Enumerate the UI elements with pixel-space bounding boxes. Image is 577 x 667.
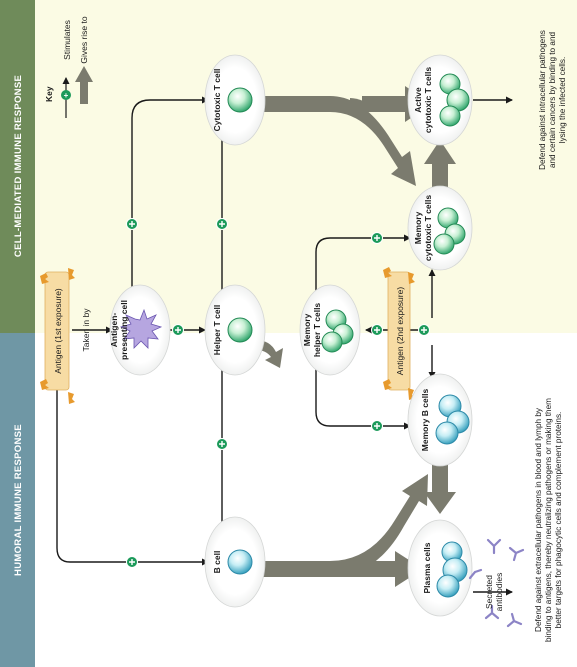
arrow-apc-to-cytotoxic <box>131 96 209 300</box>
node-memory-cytotoxic-t: Memory cytotoxic T cells <box>407 185 473 271</box>
node-plasma: Plasma cells <box>407 519 473 617</box>
t-cell-icon <box>439 105 461 127</box>
arrow-bcell-to-plasma <box>330 551 423 587</box>
node-helper-t: Helper T cell <box>204 284 266 376</box>
key-gives-rise: Gives rise to <box>79 16 89 64</box>
plus-icon <box>61 90 71 100</box>
node-memory-helper-t: Memory helper T cells <box>299 284 361 376</box>
plus-icon <box>172 324 184 336</box>
secreted-label-line1: Secreted <box>484 575 494 609</box>
key-title: Key <box>44 86 54 102</box>
secreted-label-line2: antibodies <box>494 573 504 612</box>
desc-cm-line3: lysing the infected cells. <box>558 57 567 143</box>
secreted-antibodies: Secreted antibodies <box>468 538 525 628</box>
apc-label-a: Antigen- <box>109 313 119 348</box>
helper-t-label: Helper T cell <box>212 305 222 356</box>
antigen-icon <box>40 268 75 404</box>
plus-icon <box>126 556 138 568</box>
plus-icon <box>371 420 383 432</box>
arrow-memhelper-to-memb <box>315 362 411 430</box>
node-active-cytotoxic-t: Active cytotoxic T cells <box>407 54 473 146</box>
humoral-band <box>0 333 35 667</box>
cell-mediated-band <box>0 0 35 333</box>
desc-cm-line2: and certain cancers by binding to and <box>548 32 557 169</box>
desc-h-line2: binding to antigens, thereby neutralizin… <box>544 398 553 642</box>
dendritic-cell-icon <box>119 308 163 349</box>
node-apc <box>109 284 171 376</box>
plus-markers <box>126 218 430 568</box>
desc-h-line1: Defend against extracellular pathogens i… <box>534 407 543 632</box>
memory-b-label: Memory B cells <box>420 389 430 452</box>
memory-cyto-label-line1: Memory <box>413 211 423 244</box>
cell-mediated-band-label: CELL-MEDIATED IMMUNE RESPONSE <box>13 75 24 257</box>
plus-icon <box>371 232 383 244</box>
desc-cm-line1: Defend against intracellular pathogens <box>538 30 547 170</box>
plus-icon <box>371 324 383 336</box>
antigen-2nd-label: Antigen (2nd exposure) <box>395 287 405 376</box>
plus-icon <box>418 324 430 336</box>
t-cell-icon <box>433 233 455 255</box>
memory-helper-label-line1: Memory <box>302 313 312 346</box>
key: Key + Stimulates Gives rise to <box>44 16 93 118</box>
b-cell-icon <box>435 421 459 445</box>
plasma-label: Plasma cells <box>422 542 432 593</box>
plasma-cell-icon <box>436 574 460 598</box>
node-cytotoxic-t: Cytotoxic T cell <box>204 54 266 146</box>
cell-mediated-description: Defend against intracellular pathogens a… <box>538 30 567 170</box>
cell-mediated-background <box>35 0 577 333</box>
node-b-cell: B cell <box>204 516 266 608</box>
t-cell-icon <box>227 317 253 343</box>
active-cyto-label-line2: cytotoxic T cells <box>423 67 433 133</box>
antigen-2nd-exposure: Antigen (2nd exposure) <box>383 267 415 400</box>
antigen-1st-exposure: Antigen (1st exposure) <box>40 268 75 404</box>
active-cyto-label-line1: Active <box>413 87 423 113</box>
antigen-icon <box>383 267 415 400</box>
taken-in-by-label: Taken in by <box>81 308 91 352</box>
humoral-band-label: HUMORAL IMMUNE RESPONSE <box>13 424 24 576</box>
svg-text:+: + <box>64 91 69 100</box>
arrow-memory-to-active <box>424 140 456 196</box>
antibody-icon <box>468 538 525 628</box>
arrow-bcell-to-memory-b <box>258 474 428 577</box>
arrow-memory-b-to-plasma <box>424 462 456 514</box>
arrow-memhelper-to-memcyto <box>315 234 411 300</box>
t-cell-icon <box>321 331 343 353</box>
cytotoxic-t-label: Cytotoxic T cell <box>212 69 222 132</box>
plus-icon <box>216 218 228 230</box>
memory-cyto-label-line2: cytotoxic T cells <box>423 195 433 261</box>
arrow-antigen-to-bcell <box>56 360 209 566</box>
humoral-description: Defend against extracellular pathogens i… <box>534 398 563 642</box>
memory-helper-label-line2: helper T cells <box>312 303 322 358</box>
antigen-1st-label: Antigen (1st exposure) <box>53 288 63 374</box>
desc-h-line3: better targets for phagocytic cells and … <box>554 412 563 629</box>
key-stimulates: Stimulates <box>62 20 72 60</box>
arrow-cytotoxic-to-memory <box>255 96 416 186</box>
plus-icon <box>126 218 138 230</box>
b-cell-label: B cell <box>212 551 222 574</box>
plus-icon <box>216 438 228 450</box>
apc-label-b: presenting cell <box>119 300 129 360</box>
t-cell-icon <box>227 87 253 113</box>
node-memory-b: Memory B cells <box>407 373 473 467</box>
b-cell-icon <box>227 549 253 575</box>
gives-rise-icon <box>75 66 93 104</box>
